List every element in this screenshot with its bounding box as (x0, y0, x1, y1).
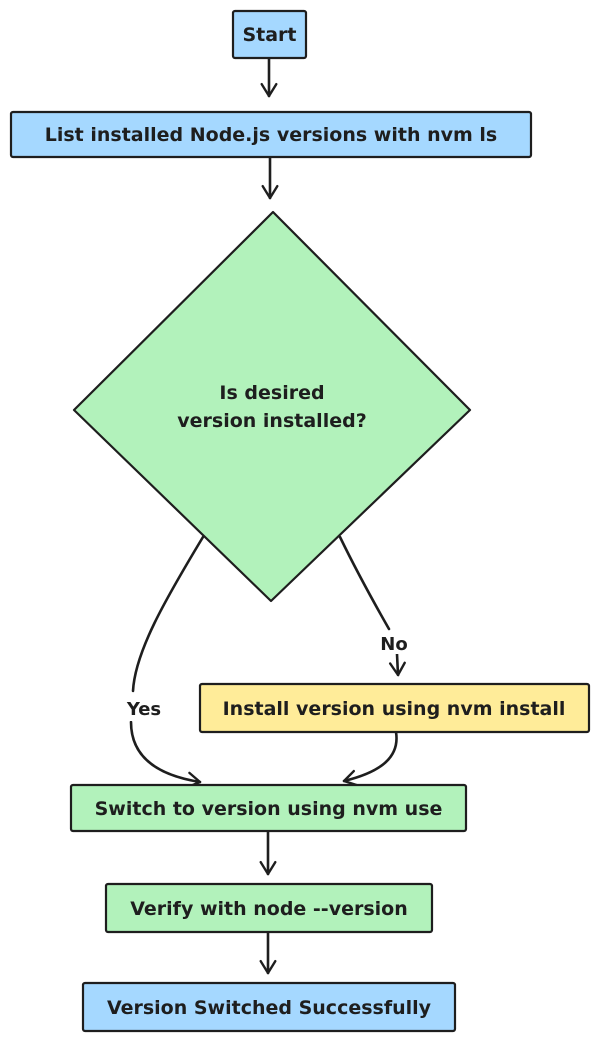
node-decision-label-line1: Is desired (219, 382, 324, 404)
node-switch-label: Switch to version using nvm use (95, 798, 443, 820)
edge-label-no-bg (376, 632, 414, 654)
node-install: Install version using nvm install (198, 682, 591, 734)
edge-label-no-text: No (380, 634, 407, 655)
node-verify-shape (104, 882, 434, 934)
node-success-shape (81, 981, 457, 1033)
node-decision: Is desired version installed? (72, 210, 472, 603)
edge-label-yes: Yes (120, 694, 168, 721)
node-install-label: Install version using nvm install (223, 698, 566, 720)
node-decision-label-line2: version installed? (177, 410, 366, 432)
edge-label-no: No (376, 632, 414, 655)
node-start-shape (231, 9, 308, 60)
edge-decision-yes-upper (131, 535, 205, 693)
node-list-versions: List installed Node.js versions with nvm… (9, 110, 533, 159)
node-decision-shape (72, 210, 472, 603)
edge-label-yes-bg (120, 694, 168, 721)
node-switch: Switch to version using nvm use (69, 783, 468, 833)
node-success-label: Version Switched Successfully (107, 997, 432, 1019)
node-switch-shape (69, 783, 468, 833)
edge-decision-yes-lower (129, 720, 202, 789)
node-success: Version Switched Successfully (81, 981, 457, 1033)
edge-decision-no (338, 535, 391, 631)
node-start: Start (231, 9, 308, 60)
edge-no-into-install (388, 652, 406, 677)
edge-label-yes-text: Yes (126, 699, 161, 720)
node-verify: Verify with node --version (104, 882, 434, 934)
edge-install-to-switch (342, 730, 398, 787)
node-list-versions-label: List installed Node.js versions with nvm… (45, 124, 498, 146)
node-verify-label: Verify with node --version (130, 898, 408, 920)
node-start-label: Start (242, 24, 296, 46)
node-list-versions-shape (9, 110, 533, 159)
node-install-shape (198, 682, 591, 734)
